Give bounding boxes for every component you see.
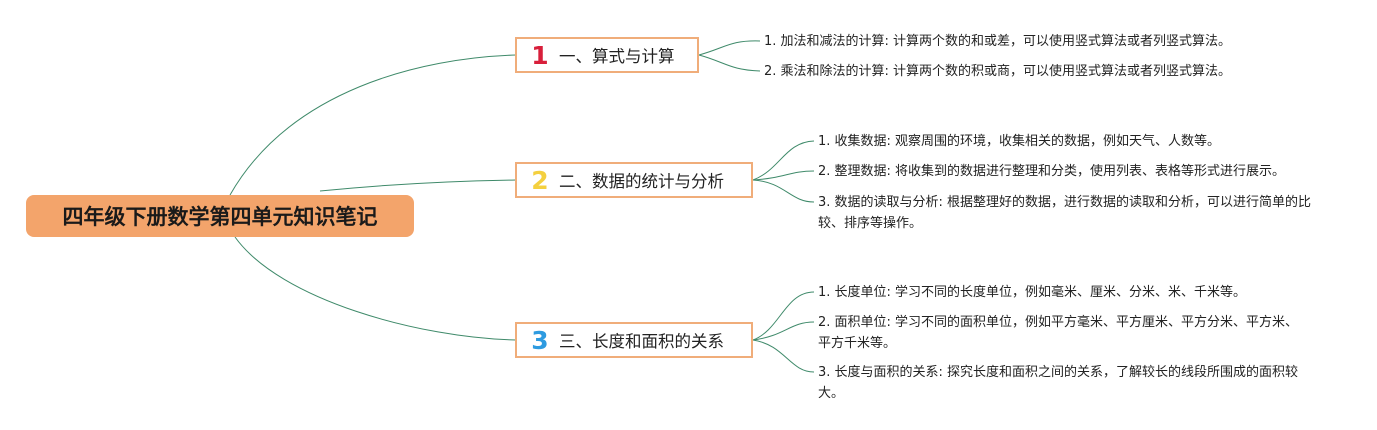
root-title: 四年级下册数学第四单元知识笔记 — [62, 205, 378, 229]
connector-root-branch-3 — [234, 236, 517, 341]
branch-number-3: 3 — [531, 325, 549, 355]
branch-node-3: 3 三、长度和面积的关系 — [515, 322, 753, 358]
branch-number-2: 2 — [531, 165, 549, 195]
connector-b3-leaf-3 — [752, 339, 815, 373]
leaf-3-2: 2. 面积单位: 学习不同的面积单位，例如平方毫米、平方厘米、平方分米、平方米、… — [818, 315, 1299, 351]
connector-b2-leaf-1 — [752, 140, 815, 181]
branch-node-2: 2 二、数据的统计与分析 — [515, 162, 753, 198]
connector-b1-leaf-1 — [698, 40, 761, 56]
branch-title-3: 三、长度和面积的关系 — [559, 332, 724, 351]
leaf-3-1: 1. 长度单位: 学习不同的长度单位，例如毫米、厘米、分米、米、千米等。 — [818, 285, 1247, 300]
root-node: 四年级下册数学第四单元知识笔记 — [26, 195, 414, 237]
leaf-3-3: 3. 长度与面积的关系: 探究长度和面积之间的关系，了解较长的线段所围成的面积较… — [818, 365, 1299, 401]
leaf-2-2: 2. 整理数据: 将收集到的数据进行整理和分类，使用列表、表格等形式进行展示。 — [818, 164, 1286, 179]
leaf-2-3: 3. 数据的读取与分析: 根据整理好的数据，进行数据的读取和分析，可以进行简单的… — [818, 195, 1312, 231]
connector-b2-leaf-2 — [752, 170, 815, 181]
connector-b1-leaf-2 — [698, 54, 761, 72]
branch-title-1: 一、算式与计算 — [559, 47, 675, 66]
connector-root-branch-2 — [319, 179, 517, 192]
branch-number-1: 1 — [531, 40, 549, 70]
connector-b3-leaf-2 — [752, 321, 815, 341]
connector-root-branch-1 — [229, 54, 517, 196]
leaf-1-1: 1. 加法和减法的计算: 计算两个数的和或差，可以使用竖式算法或者列竖式算法。 — [764, 34, 1232, 49]
leaf-2-1: 1. 收集数据: 观察周围的环境，收集相关的数据，例如天气、人数等。 — [818, 134, 1221, 149]
branch-node-1: 1 一、算式与计算 — [515, 37, 699, 73]
connector-b2-leaf-3 — [752, 179, 815, 203]
leaf-1-2: 2. 乘法和除法的计算: 计算两个数的积或商，可以使用竖式算法或者列竖式算法。 — [764, 64, 1232, 79]
branch-title-2: 二、数据的统计与分析 — [559, 172, 724, 191]
connector-b3-leaf-1 — [752, 291, 815, 341]
